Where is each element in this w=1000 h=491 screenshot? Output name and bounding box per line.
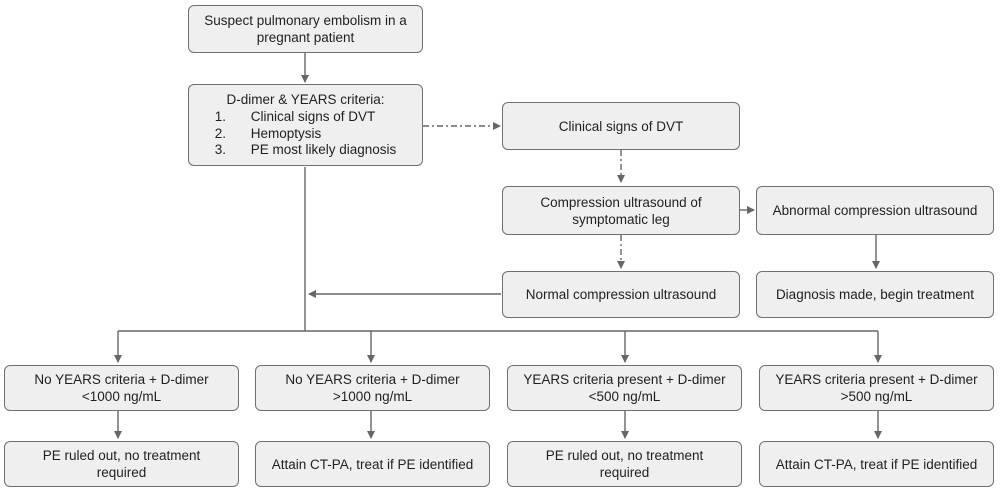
node-outcome-2: Attain CT-PA, treat if PE identified [255,441,490,487]
node-branch-4: YEARS criteria present + D-dimer >500 ng… [759,365,994,411]
criteria-item: 2.Hemoptysis [214,125,322,141]
node-outcome-1: PE ruled out, no treatment required [4,441,239,487]
criteria-list: 1.Clinical signs of DVT 2.Hemoptysis 3.P… [215,109,397,159]
node-compression-ultrasound-text: Compression ultrasound of symptomatic le… [540,194,702,227]
node-branch-1: No YEARS criteria + D-dimer <1000 ng/mL [4,365,239,411]
criteria-heading: D-dimer & YEARS criteria: [226,92,385,108]
node-outcome-2-text: Attain CT-PA, treat if PE identified [271,456,474,472]
criteria-item: 3.PE most likely diagnosis [214,142,397,158]
node-years-criteria: D-dimer & YEARS criteria: 1.Clinical sig… [188,84,423,166]
node-branch-3: YEARS criteria present + D-dimer <500 ng… [507,365,742,411]
node-abnormal-ultrasound-text: Abnormal compression ultrasound [772,203,978,218]
node-suspect-pe: Suspect pulmonary embolism in a pregnant… [188,5,423,53]
node-normal-ultrasound: Normal compression ultrasound [502,271,740,318]
node-normal-ultrasound-text: Normal compression ultrasound [525,287,717,302]
node-outcome-4: Attain CT-PA, treat if PE identified [759,441,994,487]
node-branch-2-text: No YEARS criteria + D-dimer >1000 ng/mL [285,372,460,404]
node-branch-3-text: YEARS criteria present + D-dimer <500 ng… [523,372,726,404]
node-branch-4-text: YEARS criteria present + D-dimer >500 ng… [775,372,978,404]
node-clinical-dvt: Clinical signs of DVT [502,102,740,150]
node-clinical-dvt-text: Clinical signs of DVT [558,118,684,134]
node-outcome-1-text: PE ruled out, no treatment required [42,448,201,480]
node-branch-2: No YEARS criteria + D-dimer >1000 ng/mL [255,365,490,411]
criteria-item: 1.Clinical signs of DVT [214,109,376,125]
node-diagnosis-made: Diagnosis made, begin treatment [756,271,994,318]
node-abnormal-ultrasound: Abnormal compression ultrasound [756,186,994,235]
node-outcome-3-text: PE ruled out, no treatment required [545,448,704,480]
node-diagnosis-made-text: Diagnosis made, begin treatment [775,287,975,302]
node-branch-1-text: No YEARS criteria + D-dimer <1000 ng/mL [34,372,209,404]
node-suspect-pe-text: Suspect pulmonary embolism in a pregnant… [204,13,407,45]
node-compression-ultrasound: Compression ultrasound of symptomatic le… [502,186,740,235]
node-outcome-4-text: Attain CT-PA, treat if PE identified [775,456,978,472]
node-outcome-3: PE ruled out, no treatment required [507,441,742,487]
